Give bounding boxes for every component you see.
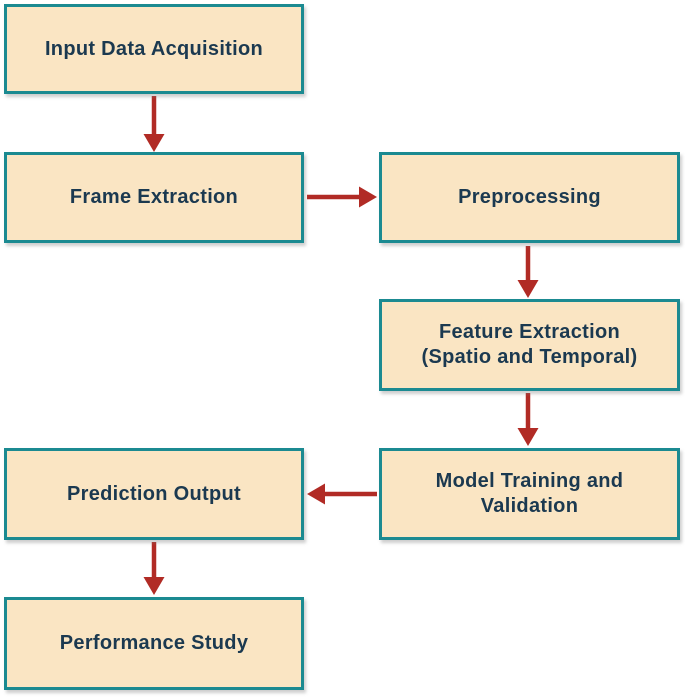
- arrow-training-to-prediction-icon: [307, 483, 377, 505]
- arrow-prediction-to-performance-icon: [143, 542, 165, 595]
- arrow-input-to-frame-icon: [143, 96, 165, 152]
- arrow-frame-to-preprocessing-icon: [307, 186, 377, 208]
- arrow-feature-to-training-icon: [517, 393, 539, 446]
- node-preprocessing: Preprocessing: [379, 152, 680, 243]
- arrow-preprocessing-to-feature-icon: [517, 246, 539, 298]
- node-model-training-validation: Model Training and Validation: [379, 448, 680, 540]
- node-input-data-acquisition: Input Data Acquisition: [4, 4, 304, 94]
- node-performance-study: Performance Study: [4, 597, 304, 690]
- node-feature-extraction: Feature Extraction (Spatio and Temporal): [379, 299, 680, 391]
- node-prediction-output: Prediction Output: [4, 448, 304, 540]
- node-frame-extraction: Frame Extraction: [4, 152, 304, 243]
